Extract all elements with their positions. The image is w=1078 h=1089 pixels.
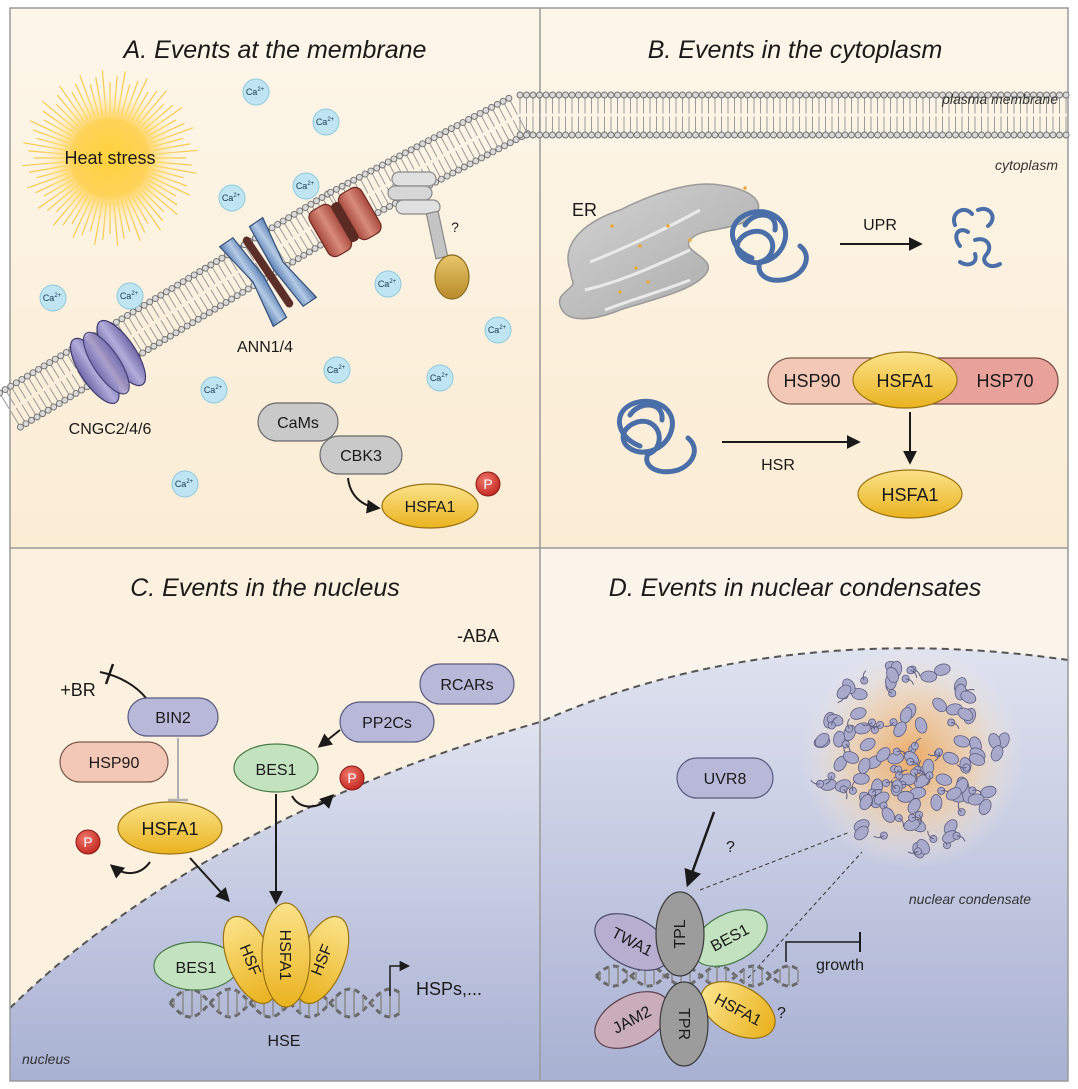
nuclear-condensate-icon <box>800 646 1024 870</box>
growth-label: growth <box>816 957 864 974</box>
svg-text:P: P <box>483 476 492 492</box>
cngc-label: CNGC2/4/6 <box>69 421 152 438</box>
red-channel-icon <box>308 186 382 258</box>
svg-text:RCARs: RCARs <box>440 677 493 694</box>
figure-frame <box>9 7 1069 1082</box>
svg-text:Ca2+: Ca2+ <box>222 193 241 203</box>
svg-text:Ca2+: Ca2+ <box>316 117 335 127</box>
svg-text:P: P <box>347 770 356 786</box>
nuclear-envelope <box>9 647 1069 1009</box>
receptor-question-mark: ? <box>451 219 459 235</box>
svg-text:HSFA1: HSFA1 <box>141 819 198 839</box>
svg-text:Ca2+: Ca2+ <box>246 87 265 97</box>
svg-text:Ca2+: Ca2+ <box>120 291 139 301</box>
svg-text:Ca2+: Ca2+ <box>327 365 346 375</box>
svg-text:Ca2+: Ca2+ <box>204 385 223 395</box>
cytoplasm-label: cytoplasm <box>995 157 1058 173</box>
growth-promoter-line <box>785 941 812 962</box>
br-inhibition-bar <box>104 663 115 685</box>
cbk3-pill: CBK3 <box>319 435 403 475</box>
svg-text:Ca2+: Ca2+ <box>296 181 315 191</box>
hsp70-label: HSP70 <box>976 371 1033 391</box>
hsfa1-complex-label: HSFA1 <box>876 371 933 391</box>
svg-text:UVR8: UVR8 <box>704 771 747 788</box>
hsfa1-to-dna-arrow <box>189 857 230 903</box>
degraded-protein-icon <box>952 206 1002 269</box>
receptor-icon <box>387 171 470 300</box>
hsps-label: HSPs,... <box>416 979 482 999</box>
svg-text:Ca2+: Ca2+ <box>430 373 449 383</box>
phospho-c-right: P <box>339 765 365 791</box>
br-inhibition-line <box>99 671 147 699</box>
phospho-c-left: P <box>75 829 101 855</box>
tpl-label: TPL <box>672 919 689 948</box>
phospho-a: P <box>475 471 501 497</box>
nuclear-condensate-label: nuclear condensate <box>909 891 1031 907</box>
misfolded-protein-er-icon <box>729 209 809 283</box>
hsp90-hsp70-complex: HSP90 HSFA1 HSP70 <box>767 351 1059 409</box>
nucleus-label: nucleus <box>22 1051 70 1067</box>
svg-text:Ca2+: Ca2+ <box>378 279 397 289</box>
svg-text:HSFA1: HSFA1 <box>881 485 938 505</box>
svg-text:BES1: BES1 <box>176 960 217 977</box>
heat-stress-label: Heat stress <box>64 148 155 168</box>
plus-br-label: +BR <box>60 680 96 700</box>
sun-icon <box>22 70 198 246</box>
zoom-line-top <box>699 831 851 891</box>
er-label: ER <box>572 200 597 220</box>
hsfa1-c-pill: HSFA1 <box>117 801 223 855</box>
panel-d-title: D. Events in nuclear condensates <box>609 574 981 602</box>
svg-text:P: P <box>83 834 92 850</box>
pp2cs-pill: PP2Cs <box>339 701 435 743</box>
rcars-pill: RCARs <box>419 663 515 705</box>
hse-label: HSE <box>268 1033 301 1050</box>
svg-text:BIN2: BIN2 <box>155 710 191 727</box>
panel-c-title: C. Events in the nucleus <box>130 574 400 602</box>
pp2cs-to-bes1-arrow <box>317 729 341 748</box>
svg-text:HSP90: HSP90 <box>89 755 140 772</box>
annexin-channel-icon <box>218 216 318 328</box>
tpr-label: TPR <box>675 1008 692 1040</box>
svg-text:HSFA1: HSFA1 <box>405 499 456 516</box>
zoom-line-bottom <box>747 851 863 979</box>
hsfa1-free-b: HSFA1 <box>857 469 963 519</box>
misfolded-protein-hsr-icon <box>617 398 697 475</box>
panel-b-title: B. Events in the cytoplasm <box>648 36 943 64</box>
uvr8-arrow <box>684 811 716 888</box>
hsr-label: HSR <box>761 457 795 474</box>
svg-text:BES1: BES1 <box>256 762 297 779</box>
hsf-trimer: HSF HSF HSFA1 <box>222 902 350 1008</box>
hsfa1-dephospho-arrow <box>109 861 151 879</box>
bin2-pill: BIN2 <box>127 697 219 737</box>
minus-aba-label: -ABA <box>457 626 499 646</box>
svg-text:Ca2+: Ca2+ <box>488 325 507 335</box>
er-icon <box>558 183 760 320</box>
calcium-ions: Ca2+ Ca2+ Ca2+ Ca2+ Ca2+ Ca2+ Ca2+ Ca2+ Ca2+ Ca2+… <box>39 78 512 498</box>
hsp90-c-pill: HSP90 <box>59 741 169 783</box>
hsfa1-center-label: HSFA1 <box>276 930 293 981</box>
cbk3-phospho-arrow <box>347 477 381 514</box>
svg-text:CaMs: CaMs <box>277 415 319 432</box>
bes1-top-pill: BES1 <box>233 743 319 793</box>
panel-a-title: A. Events at the membrane <box>122 36 427 64</box>
svg-text:Ca2+: Ca2+ <box>175 479 194 489</box>
upr-label: UPR <box>863 217 897 234</box>
bes1-dephospho-arrow <box>291 794 334 809</box>
cngc-channel-icon <box>69 319 147 405</box>
ann-label: ANN1/4 <box>237 339 293 356</box>
hsfa1-question-mark: ? <box>777 1005 786 1022</box>
hsfa1-phosphorylated-a: HSFA1 <box>381 483 479 529</box>
twa1-tpl-complex: TWA1 JAM2 BES1 HSFA1 TPL TPR <box>594 891 776 1067</box>
uvr8-question-mark: ? <box>726 839 735 856</box>
cams-pill: CaMs <box>257 402 339 442</box>
svg-text:Ca2+: Ca2+ <box>43 293 62 303</box>
transcription-start-arrow <box>389 960 411 996</box>
plasma-membrane-label: plasma membrane <box>941 91 1058 107</box>
svg-text:CBK3: CBK3 <box>340 448 382 465</box>
uvr8-pill: UVR8 <box>676 757 774 799</box>
svg-text:PP2Cs: PP2Cs <box>362 715 412 732</box>
hsp90-b-label: HSP90 <box>783 371 840 391</box>
